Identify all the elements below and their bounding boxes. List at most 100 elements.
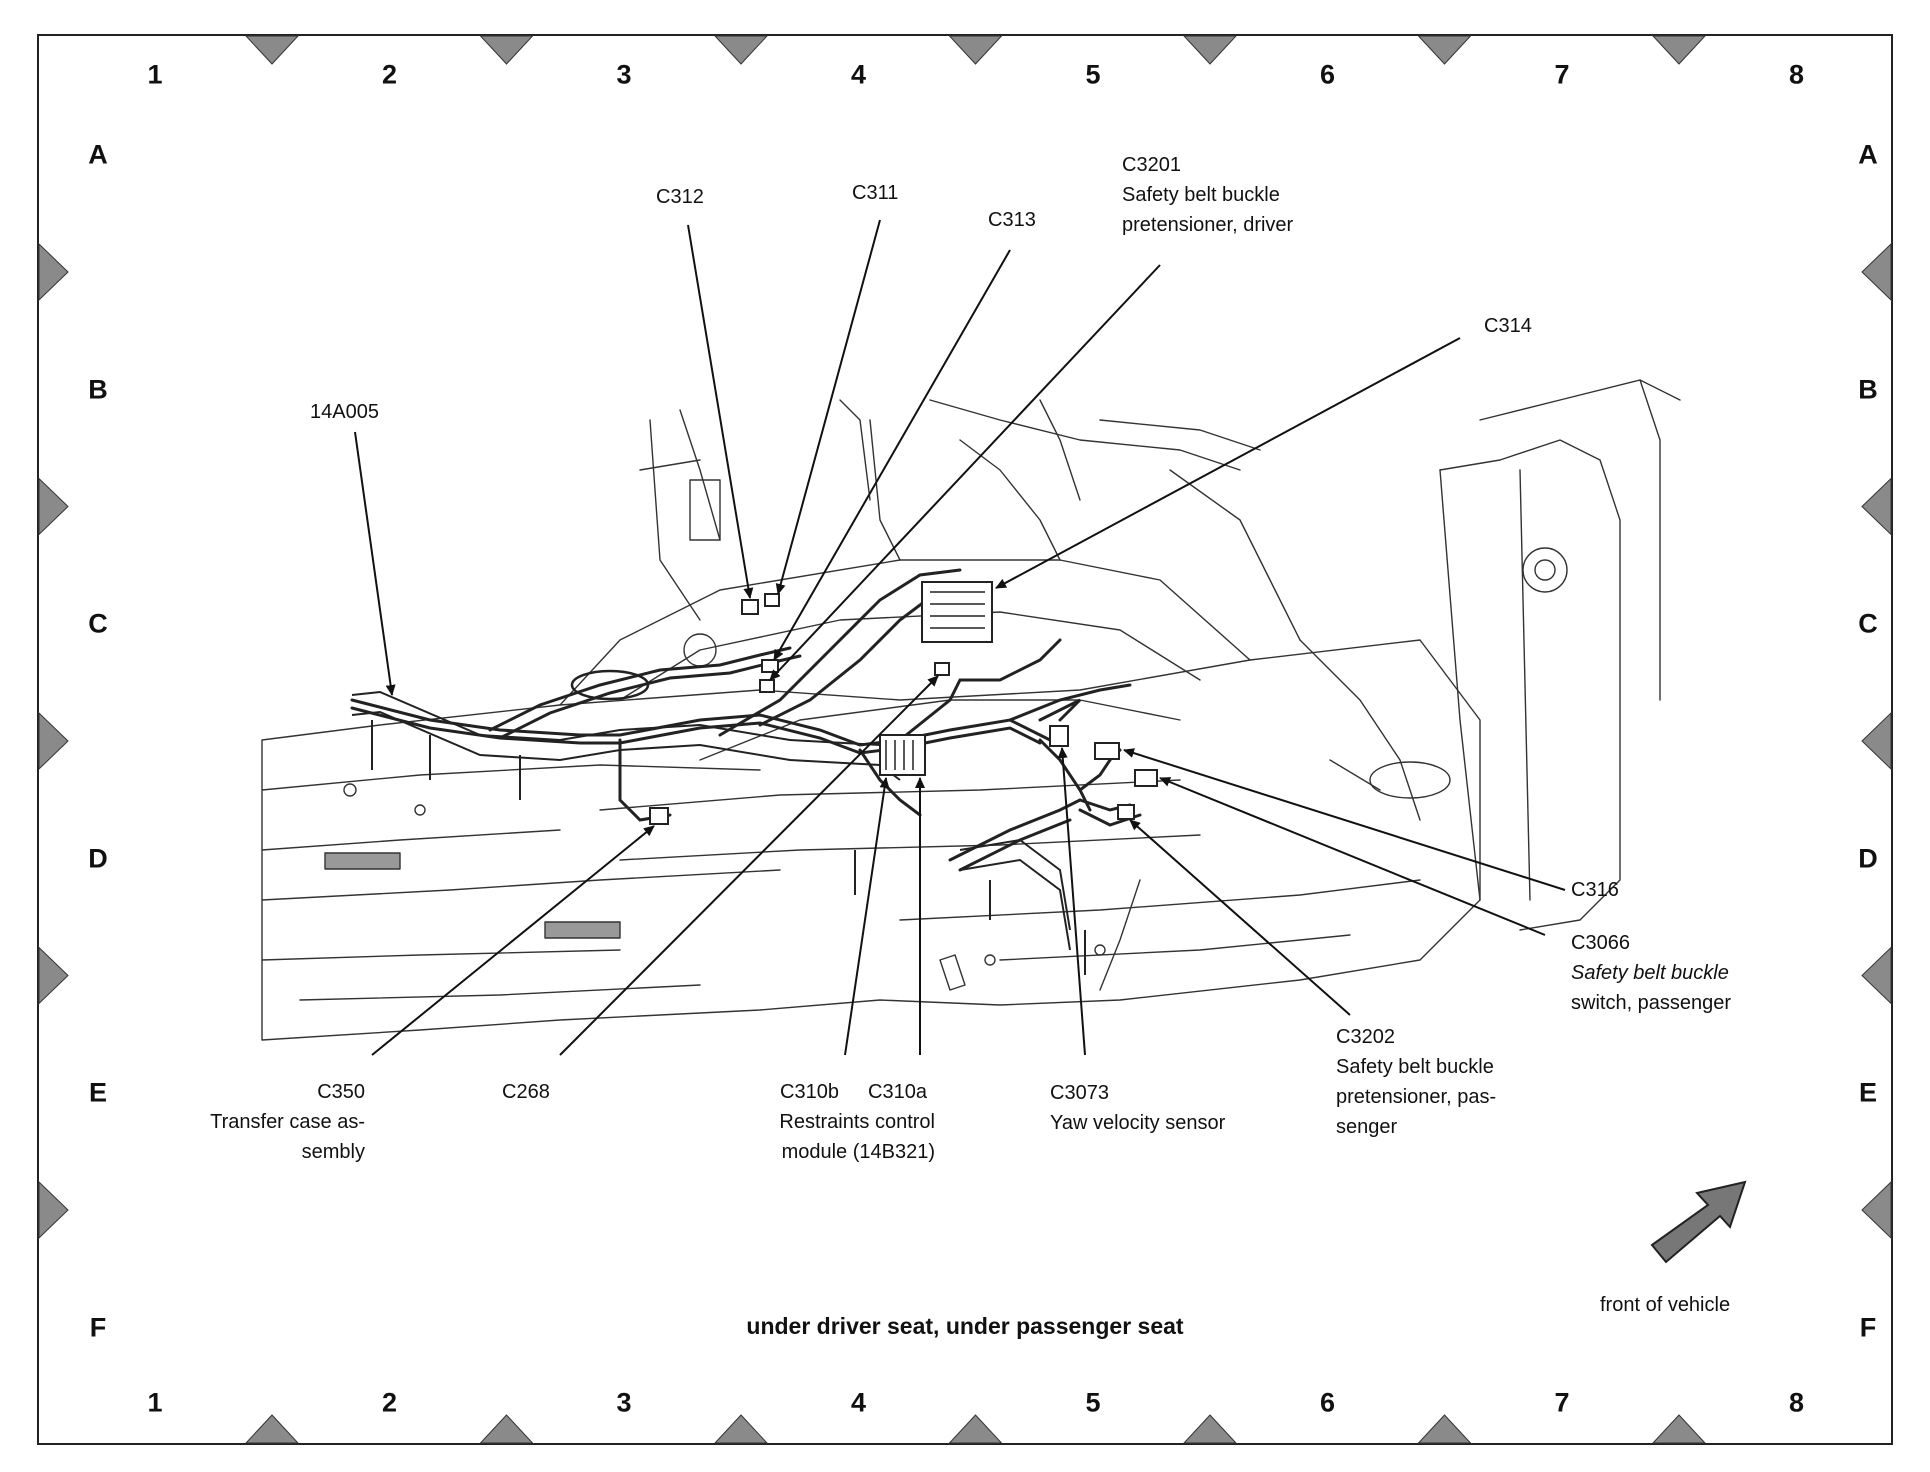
connector-c268 bbox=[934, 662, 950, 676]
grid-marker bbox=[1417, 1414, 1472, 1444]
callout-desc: switch, passenger bbox=[1571, 992, 1732, 1014]
grid-column-label: 3 bbox=[616, 1387, 632, 1418]
grid-marker bbox=[1651, 35, 1707, 65]
callout-code: C311 bbox=[852, 182, 899, 204]
grid-marker bbox=[1651, 1414, 1707, 1444]
callout-desc: module (14B321) bbox=[781, 1141, 935, 1163]
callout-desc: pretensioner, driver bbox=[1122, 214, 1294, 236]
grid-column-label: 1 bbox=[147, 59, 163, 90]
callout-c3201: C3201 Safety belt buckle pretensioner, d… bbox=[1122, 150, 1293, 240]
grid-row-label: B bbox=[1858, 374, 1878, 404]
callout-c3066: C3066 Safety belt buckle switch, passeng… bbox=[1571, 928, 1731, 1018]
grid-row-label: E bbox=[88, 1077, 108, 1108]
grid-marker bbox=[244, 35, 300, 65]
grid-markers bbox=[38, 35, 1892, 1444]
wiring-harness-14a005 bbox=[350, 568, 1142, 872]
callout-c310b: C310b bbox=[780, 1077, 839, 1107]
callout-desc: Yaw velocity sensor bbox=[1050, 1112, 1226, 1134]
diagram-caption: under driver seat, under passenger seat bbox=[746, 1313, 1184, 1339]
grid-row-label: C bbox=[1858, 608, 1878, 639]
callout-desc: Safety belt buckle bbox=[1336, 1056, 1494, 1078]
grid-column-label: 7 bbox=[1554, 1387, 1570, 1418]
callout-code: 14A005 bbox=[310, 401, 379, 423]
callout-c268: C268 bbox=[502, 1077, 550, 1107]
grid-marker bbox=[1417, 35, 1472, 65]
grid-marker bbox=[713, 1414, 769, 1444]
leader-c314 bbox=[995, 337, 1461, 589]
connector-c312 bbox=[741, 599, 759, 615]
grid-row-label: F bbox=[89, 1312, 107, 1342]
leader-c311 bbox=[775, 219, 881, 595]
grid-marker bbox=[38, 711, 69, 771]
grid-column-label: 6 bbox=[1319, 1387, 1336, 1418]
grid-column-label: 2 bbox=[381, 1387, 398, 1418]
grid-row-label: A bbox=[1858, 139, 1878, 170]
grid-row-label: A bbox=[88, 139, 108, 170]
grid-marker bbox=[244, 1414, 300, 1444]
callout-c310a: C310a bbox=[868, 1077, 927, 1107]
callout-code: C310a bbox=[868, 1081, 927, 1103]
callout-code: C3066 bbox=[1571, 932, 1630, 954]
callout-c314: C314 bbox=[1484, 311, 1532, 341]
grid-column-label: 5 bbox=[1085, 59, 1101, 90]
callout-c3073: C3073 Yaw velocity sensor bbox=[1050, 1078, 1225, 1138]
grid-marker bbox=[1861, 946, 1892, 1005]
leader-c3066 bbox=[1159, 777, 1546, 936]
grid-marker bbox=[38, 242, 69, 302]
callout-code: C314 bbox=[1484, 315, 1532, 337]
callout-desc: senger bbox=[1336, 1116, 1398, 1138]
leader-c350 bbox=[371, 825, 655, 1056]
grid-column-label: 1 bbox=[147, 1387, 163, 1418]
leader-c312 bbox=[687, 224, 754, 599]
connector-c3066 bbox=[1134, 769, 1158, 787]
callout-code: C3073 bbox=[1050, 1082, 1109, 1104]
callout-14a005: 14A005 bbox=[310, 397, 379, 427]
grid-column-label: 2 bbox=[381, 59, 398, 90]
grid-row-label: B bbox=[88, 374, 108, 404]
grid-marker bbox=[38, 1180, 69, 1240]
leader-c268 bbox=[559, 675, 939, 1056]
callout-desc: Safety belt buckle bbox=[1122, 184, 1280, 206]
callout-rcm: Restraints control module (14B321) bbox=[735, 1107, 935, 1167]
grid-row-label: D bbox=[88, 843, 108, 873]
floor-pan-drawing bbox=[261, 379, 1681, 1041]
grid-marker bbox=[1861, 477, 1892, 536]
grid-column-label: 8 bbox=[1788, 1387, 1805, 1418]
callout-desc: Transfer case as- bbox=[210, 1111, 365, 1133]
grid-column-label: 7 bbox=[1554, 59, 1570, 90]
callout-c311: C311 bbox=[852, 178, 898, 208]
callout-code: C313 bbox=[988, 209, 1036, 231]
grid-marker bbox=[1182, 1414, 1238, 1444]
grid-column-label: 8 bbox=[1788, 59, 1805, 90]
grid-column-label: 4 bbox=[850, 59, 867, 90]
grid-marker bbox=[479, 1414, 534, 1444]
front-arrow-icon bbox=[1650, 1180, 1747, 1264]
grid-marker bbox=[38, 946, 69, 1005]
connector-c3201 bbox=[759, 679, 775, 693]
grid-row-label: C bbox=[88, 608, 108, 639]
callout-code: C350 bbox=[317, 1081, 365, 1103]
callout-code: C310b bbox=[780, 1081, 839, 1103]
grid-row-label: E bbox=[1858, 1077, 1878, 1108]
connector-c311 bbox=[764, 593, 780, 607]
callout-code: C268 bbox=[502, 1081, 550, 1103]
grid-marker bbox=[1861, 1180, 1892, 1240]
callout-code: C3202 bbox=[1336, 1026, 1395, 1048]
connector-c313 bbox=[761, 659, 779, 673]
callout-desc: sembly bbox=[301, 1141, 365, 1163]
callout-code: C3201 bbox=[1122, 154, 1181, 176]
connectors bbox=[649, 581, 1158, 825]
grid-column-label: 6 bbox=[1319, 59, 1336, 90]
leader-c3073 bbox=[1057, 747, 1086, 1056]
connector-rcm-c310 bbox=[879, 734, 926, 776]
grid-marker bbox=[948, 1414, 1003, 1444]
leader-c3201 bbox=[769, 264, 1161, 681]
connector-c3073 bbox=[1049, 725, 1069, 747]
connector-c316 bbox=[1094, 742, 1120, 760]
connector-c3202 bbox=[1117, 804, 1135, 820]
callout-desc: Restraints control bbox=[779, 1111, 935, 1133]
callout-c313: C313 bbox=[988, 205, 1036, 235]
callout-c312: C312 bbox=[656, 182, 704, 212]
callout-c316: C316 bbox=[1571, 875, 1619, 905]
